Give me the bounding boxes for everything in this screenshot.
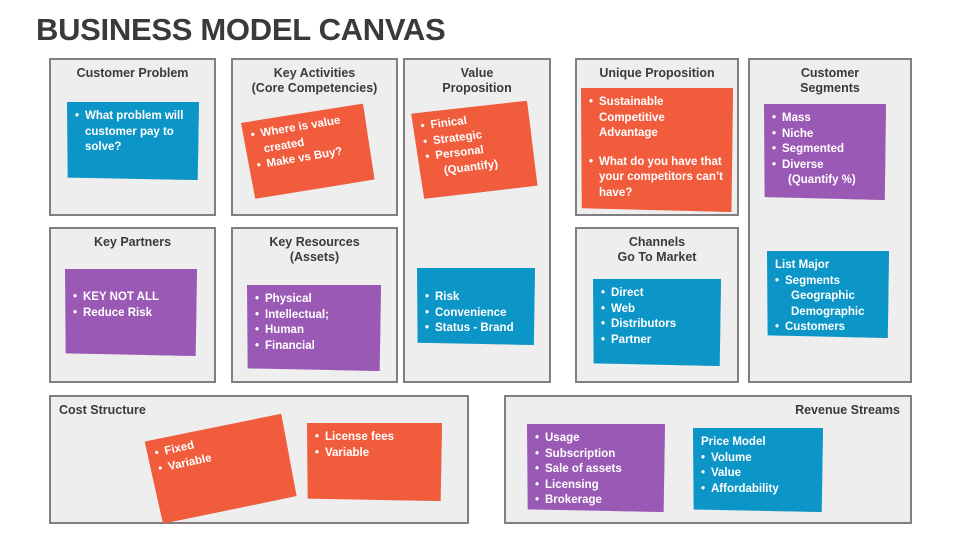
list-item: Status - Brand	[425, 321, 527, 337]
card-list: Fixed Variable	[153, 421, 281, 477]
card-list: KEY NOT ALL Reduce Risk	[73, 290, 189, 321]
list-item: License fees	[315, 430, 434, 446]
list-item: Customers	[775, 320, 881, 336]
card-customer-segments-top[interactable]: Mass Niche Segmented Diverse (Quantify %…	[764, 104, 886, 200]
card-list: Sustainable Competitive Advantage What d…	[589, 95, 725, 201]
panel-key-resources[interactable]: Key Resources (Assets) Physical Intellec…	[231, 227, 398, 383]
card-value-proposition-bottom[interactable]: Risk Convenience Status - Brand	[417, 268, 535, 345]
list-item: Variable	[315, 446, 434, 462]
card-list: Finical Strategic Personal (Quantify)	[420, 107, 530, 181]
panel-key-partners[interactable]: Key Partners KEY NOT ALL Reduce Risk	[49, 227, 216, 383]
title-line-1: Channels	[628, 235, 686, 249]
list-item: Distributors	[601, 317, 713, 333]
list-item: Diverse	[772, 158, 878, 174]
card-customer-segments-bottom[interactable]: List Major Segments Geographic Demograph…	[767, 251, 889, 338]
list-item: KEY NOT ALL	[73, 290, 189, 306]
list-item: Licensing	[535, 478, 657, 494]
title-line-1: Key Activities	[273, 66, 356, 80]
card-key-partners[interactable]: KEY NOT ALL Reduce Risk	[65, 269, 197, 356]
panel-customer-segments[interactable]: Customer Segments Mass Niche Segmented D…	[748, 58, 912, 383]
panel-cost-structure[interactable]: Cost Structure Fixed Variable License fe…	[49, 395, 469, 524]
card-cost-structure-left[interactable]: Fixed Variable	[144, 413, 300, 525]
list-item: Reduce Risk	[73, 306, 189, 322]
panel-title-key-activities: Key Activities (Core Competencies)	[233, 60, 396, 96]
card-heading: Price Model	[701, 436, 766, 448]
list-item: Value	[701, 466, 815, 482]
list-item: Human	[255, 323, 373, 339]
list-item: Financial	[255, 339, 373, 355]
list-item: Segmented	[772, 142, 878, 158]
card-list: Physical Intellectual; Human Financial	[255, 292, 373, 354]
list-item: What problem will customer pay to solve?	[75, 109, 191, 156]
list-item: Affordability	[701, 482, 815, 498]
card-list: Usage Subscription Sale of assets Licens…	[535, 431, 657, 509]
card-list: Mass Niche Segmented Diverse (Quantify %…	[772, 111, 878, 189]
list-item: Web	[601, 302, 713, 318]
title-line-1: Customer	[800, 66, 860, 80]
list-item: Mass	[772, 111, 878, 127]
panel-title-cost-structure: Cost Structure	[59, 403, 146, 417]
card-list: License fees Variable	[315, 430, 434, 461]
card-list: Risk Convenience Status - Brand	[425, 290, 527, 337]
panel-title-revenue-streams: Revenue Streams	[795, 403, 900, 417]
list-item-sub: Demographic	[791, 305, 865, 318]
panel-title-unique-proposition: Unique Proposition	[599, 66, 715, 80]
title-line-1: Value	[460, 66, 494, 80]
card-list: Where is value created Make vs Buy?	[250, 111, 365, 174]
panel-revenue-streams[interactable]: Revenue Streams Usage Subscription Sale …	[504, 395, 912, 524]
card-list: List Major Segments Geographic Demograph…	[775, 258, 881, 336]
card-channels[interactable]: Direct Web Distributors Partner	[593, 279, 721, 366]
list-item: Sale of assets	[535, 462, 657, 478]
list-item: Convenience	[425, 306, 527, 322]
list-item: Segments	[775, 274, 881, 290]
list-item-sub: Geographic	[791, 290, 855, 302]
card-heading: List Major	[775, 259, 830, 271]
panel-title-key-resources: Key Resources (Assets)	[233, 229, 396, 265]
list-item: Subscription	[535, 447, 657, 463]
card-cost-structure-right[interactable]: License fees Variable	[307, 423, 442, 501]
title-line-2: Go To Market	[617, 250, 697, 264]
list-item: Usage	[535, 431, 657, 447]
panel-title-customer-segments: Customer Segments	[750, 60, 910, 96]
list-item: What do you have that your competitors c…	[589, 155, 725, 202]
panel-title-key-partners: Key Partners	[93, 235, 172, 249]
page-title: BUSINESS MODEL CANVAS	[36, 12, 446, 47]
panel-key-activities[interactable]: Key Activities (Core Competencies) Where…	[231, 58, 398, 216]
panel-title-value-proposition: Value Proposition	[405, 60, 549, 96]
list-item: Physical	[255, 292, 373, 308]
title-line-1: Key Resources	[269, 235, 360, 249]
list-item-note: (Quantify %)	[788, 174, 856, 186]
panel-unique-proposition[interactable]: Unique Proposition Sustainable Competiti…	[575, 58, 739, 216]
title-line-2: Proposition	[442, 81, 512, 95]
list-item: Volume	[701, 451, 815, 467]
title-line-2: (Core Competencies)	[251, 81, 378, 95]
card-key-resources[interactable]: Physical Intellectual; Human Financial	[247, 285, 381, 371]
list-item: Partner	[601, 333, 713, 349]
card-revenue-streams-right[interactable]: Price Model Volume Value Affordability	[693, 428, 823, 512]
list-item: Brokerage	[535, 493, 657, 509]
card-list: Price Model Volume Value Affordability	[701, 435, 815, 497]
list-item: Niche	[772, 127, 878, 143]
card-unique-proposition[interactable]: Sustainable Competitive Advantage What d…	[581, 88, 733, 212]
title-line-2: (Assets)	[289, 250, 340, 264]
list-item: Direct	[601, 286, 713, 302]
panel-title-customer-problem: Customer Problem	[76, 66, 189, 80]
panel-value-proposition[interactable]: Value Proposition Finical Strategic Pers…	[403, 58, 551, 383]
card-value-proposition-top[interactable]: Finical Strategic Personal (Quantify)	[411, 99, 541, 199]
panel-title-channels: Channels Go To Market	[577, 229, 737, 265]
card-list: What problem will customer pay to solve?	[75, 109, 191, 156]
panel-channels[interactable]: Channels Go To Market Direct Web Distrib…	[575, 227, 739, 383]
card-revenue-streams-left[interactable]: Usage Subscription Sale of assets Licens…	[527, 424, 665, 512]
list-item: Risk	[425, 290, 527, 306]
list-item: Sustainable Competitive Advantage	[589, 95, 725, 142]
title-line-2: Segments	[800, 81, 860, 95]
panel-customer-problem[interactable]: Customer Problem What problem will custo…	[49, 58, 216, 216]
card-list: Direct Web Distributors Partner	[601, 286, 713, 348]
card-key-activities[interactable]: Where is value created Make vs Buy?	[240, 102, 377, 199]
list-item: Intellectual;	[255, 308, 373, 324]
card-customer-problem[interactable]: What problem will customer pay to solve?	[67, 102, 199, 180]
